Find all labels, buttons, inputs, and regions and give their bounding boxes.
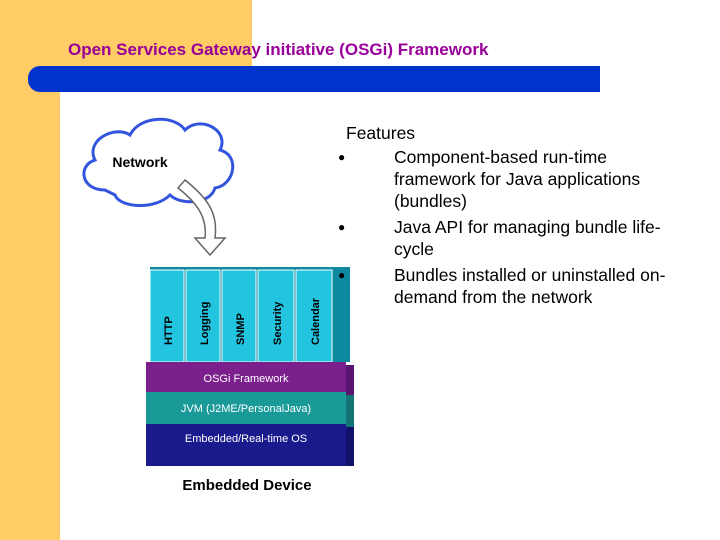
title-underline-bar	[28, 66, 600, 92]
feature-text: Component-based run-time framework for J…	[394, 147, 641, 211]
osgi-diagram: Network HTTP Logging SNMP Security Calen…	[82, 117, 354, 494]
layer-label-os: Embedded/Real-time OS	[185, 433, 307, 445]
features-list: Features ● Component-based run-time fram…	[338, 122, 666, 312]
bundle-security	[257, 269, 295, 363]
bundle-label-snmp: SNMP	[235, 313, 247, 345]
feature-item: ● Java API for managing bundle life-cycl…	[338, 216, 666, 260]
bundle-label-logging: Logging	[199, 302, 211, 345]
bullet-icon: ●	[338, 150, 346, 164]
feature-item: ● Component-based run-time framework for…	[338, 146, 666, 212]
layer-label-jvm: JVM (J2ME/PersonalJava)	[181, 403, 311, 415]
bundle-http	[149, 269, 185, 363]
bundle-logging	[185, 269, 221, 363]
bundle-label-http: HTTP	[163, 316, 175, 345]
network-cloud-icon	[82, 117, 235, 207]
features-heading: Features	[346, 123, 416, 143]
download-arrow-icon	[176, 178, 227, 257]
layer-label-osgi: OSGi Framework	[204, 373, 289, 385]
top-accent-block	[0, 0, 252, 70]
layer-os: Embedded/Real-time OS	[146, 424, 354, 466]
cloud-label: Network	[112, 154, 167, 170]
layer-osgi-framework: OSGi Framework	[146, 362, 354, 395]
bullet-icon: ●	[338, 220, 346, 234]
bundle-label-security: Security	[272, 301, 284, 345]
feature-text: Bundles installed or uninstalled on-dema…	[394, 265, 666, 307]
feature-text: Java API for managing bundle life-cycle	[394, 217, 661, 259]
bundle-stack: HTTP Logging SNMP Security Calendar	[149, 267, 350, 363]
bundle-label-calendar: Calendar	[310, 297, 322, 345]
layer-jvm: JVM (J2ME/PersonalJava)	[146, 392, 354, 427]
feature-item: ● Bundles installed or uninstalled on-de…	[338, 264, 666, 308]
slide-title: Open Services Gateway initiative (OSGi) …	[68, 40, 489, 59]
bullet-icon: ●	[338, 268, 346, 282]
device-label: Embedded Device	[182, 477, 311, 494]
